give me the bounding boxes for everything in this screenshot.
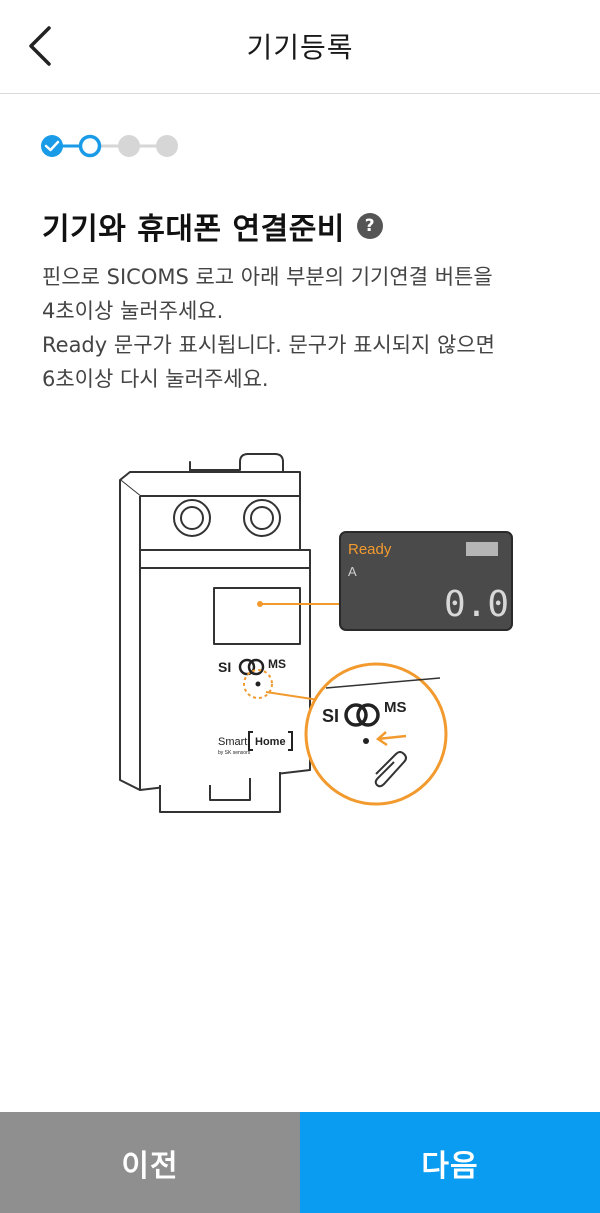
display-callout: Ready A 0.0 bbox=[339, 531, 513, 631]
smart-home-label: Smart by SK sensors Home bbox=[218, 731, 293, 756]
app-header: 기기등록 bbox=[0, 0, 600, 94]
connect-button-dot bbox=[255, 681, 261, 687]
breaker-device-image bbox=[119, 453, 311, 813]
help-icon[interactable]: ? bbox=[356, 213, 383, 239]
next-button[interactable]: 다음 bbox=[300, 1112, 600, 1213]
step-3-icon bbox=[118, 135, 140, 157]
svg-text:Home: Home bbox=[255, 736, 286, 748]
display-value-text: 0.0 bbox=[444, 584, 509, 625]
section-title-text: 기기와 휴대폰 연결준비 bbox=[42, 212, 345, 247]
svg-text:MS: MS bbox=[384, 699, 407, 716]
page-title: 기기등록 bbox=[246, 31, 354, 64]
svg-text:MS: MS bbox=[268, 657, 286, 671]
step-2-current-icon bbox=[78, 134, 102, 158]
bottom-navigation: 이전 다음 bbox=[0, 1112, 600, 1213]
display-leader-line bbox=[257, 601, 340, 607]
svg-text:SI: SI bbox=[322, 706, 339, 726]
instruction-text: 핀으로 SICOMS 로고 아래 부분의 기기연결 버튼을 4초이상 눌러주세요… bbox=[42, 260, 562, 396]
instruction-line: 4초이상 눌러주세요. bbox=[42, 299, 224, 323]
instruction-line: 6초이상 다시 눌러주세요. bbox=[42, 367, 269, 391]
button-highlight-circle bbox=[243, 669, 273, 699]
svg-text:SI: SI bbox=[218, 659, 231, 675]
step-1-complete-icon bbox=[41, 135, 63, 157]
magnifier-callout: SI MS bbox=[304, 662, 448, 806]
svg-text:Smart: Smart bbox=[218, 736, 247, 748]
device-illustration: Ready A 0.0 SI MS Smart by SK sensors Ho… bbox=[119, 453, 513, 813]
progress-stepper bbox=[41, 134, 178, 158]
display-status-text: Ready bbox=[348, 541, 392, 558]
chevron-left-icon bbox=[29, 26, 51, 66]
instruction-line: 핀으로 SICOMS 로고 아래 부분의 기기연결 버튼을 bbox=[42, 265, 493, 289]
device-logo: SI MS bbox=[218, 657, 286, 676]
svg-text:by SK sensors: by SK sensors bbox=[218, 750, 251, 756]
section-title: 기기와 휴대폰 연결준비 ? bbox=[42, 204, 383, 248]
back-button[interactable] bbox=[14, 20, 66, 72]
display-unit-text: A bbox=[348, 564, 357, 579]
instruction-line: Ready 문구가 표시됩니다. 문구가 표시되지 않으면 bbox=[42, 333, 496, 357]
prev-button[interactable]: 이전 bbox=[0, 1112, 300, 1213]
step-4-icon bbox=[156, 135, 178, 157]
